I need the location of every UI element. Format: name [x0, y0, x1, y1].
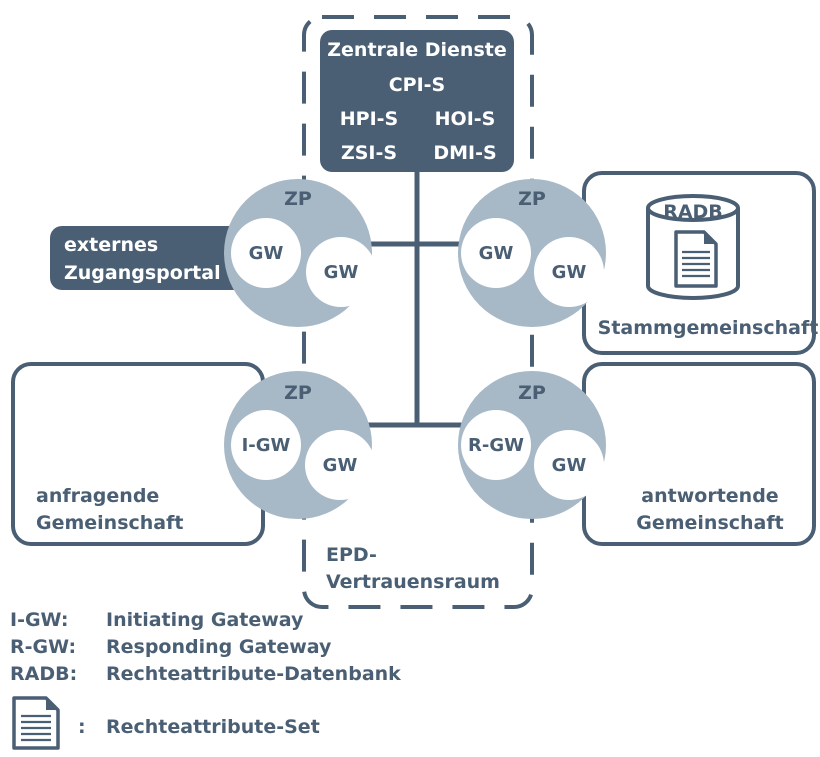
trust-space-label-line2: Vertrauensraum: [326, 571, 500, 593]
anfragende-label-line2: Gemeinschaft: [36, 512, 183, 534]
radb-label: RADB: [663, 201, 723, 223]
gateway-label: GW: [552, 455, 587, 476]
gateway-label: GW: [479, 243, 514, 264]
legend-abbr: R-GW:: [10, 636, 76, 658]
legend-icon-desc: Rechteattribute-Set: [106, 716, 320, 738]
zp-label: ZP: [518, 382, 546, 404]
document-icon: [674, 230, 718, 288]
legend-desc: Initiating Gateway: [106, 609, 304, 631]
legend-abbr: I-GW:: [10, 609, 69, 631]
legend-abbr: RADB:: [10, 663, 77, 685]
antwortende-label-line2: Gemeinschaft: [636, 512, 783, 534]
legend-icon-colon: :: [78, 716, 86, 738]
zp-node-top-right: ZP GW GW: [458, 179, 606, 327]
service-cpi: CPI-S: [389, 74, 446, 96]
gateway-label: GW: [323, 455, 358, 476]
legend: I-GW: Initiating Gateway R-GW: Respondin…: [10, 609, 401, 750]
trust-space-label-line1: EPD-: [326, 544, 377, 566]
legend-desc: Responding Gateway: [106, 636, 332, 658]
external-portal-box: [50, 226, 250, 290]
zp-label: ZP: [518, 188, 546, 210]
service-hpi: HPI-S: [340, 108, 398, 130]
service-dmi: DMI-S: [433, 142, 496, 164]
service-hoi: HOI-S: [435, 108, 496, 130]
central-services-box: [320, 30, 514, 172]
anfragende-label-line1: anfragende: [36, 485, 159, 507]
external-portal-line1: externes: [64, 234, 158, 256]
gateway-label: GW: [324, 262, 359, 283]
central-services-title: Zentrale Dienste: [327, 39, 506, 61]
gateway-label: GW: [552, 262, 587, 283]
antwortende-label-line1: antwortende: [641, 485, 778, 507]
zp-label: ZP: [284, 382, 312, 404]
radb-database-icon: RADB: [646, 194, 740, 300]
responding-gateway-label: R-GW: [468, 435, 524, 456]
zp-label: ZP: [284, 188, 312, 210]
gateway-label: GW: [249, 243, 284, 264]
document-icon: [12, 696, 60, 750]
zp-node-bottom-left: ZP I-GW GW: [224, 371, 375, 519]
zp-node-bottom-right: ZP R-GW GW: [458, 371, 606, 519]
service-zsi: ZSI-S: [341, 142, 397, 164]
initiating-gateway-label: I-GW: [242, 435, 291, 456]
legend-desc: Rechteattribute-Datenbank: [106, 663, 401, 685]
zp-node-top-left: ZP GW GW: [224, 179, 376, 327]
external-portal-line2: Zugangsportal: [64, 262, 221, 284]
stammgemeinschaft-label: Stammgemeinschaft: [598, 317, 819, 339]
